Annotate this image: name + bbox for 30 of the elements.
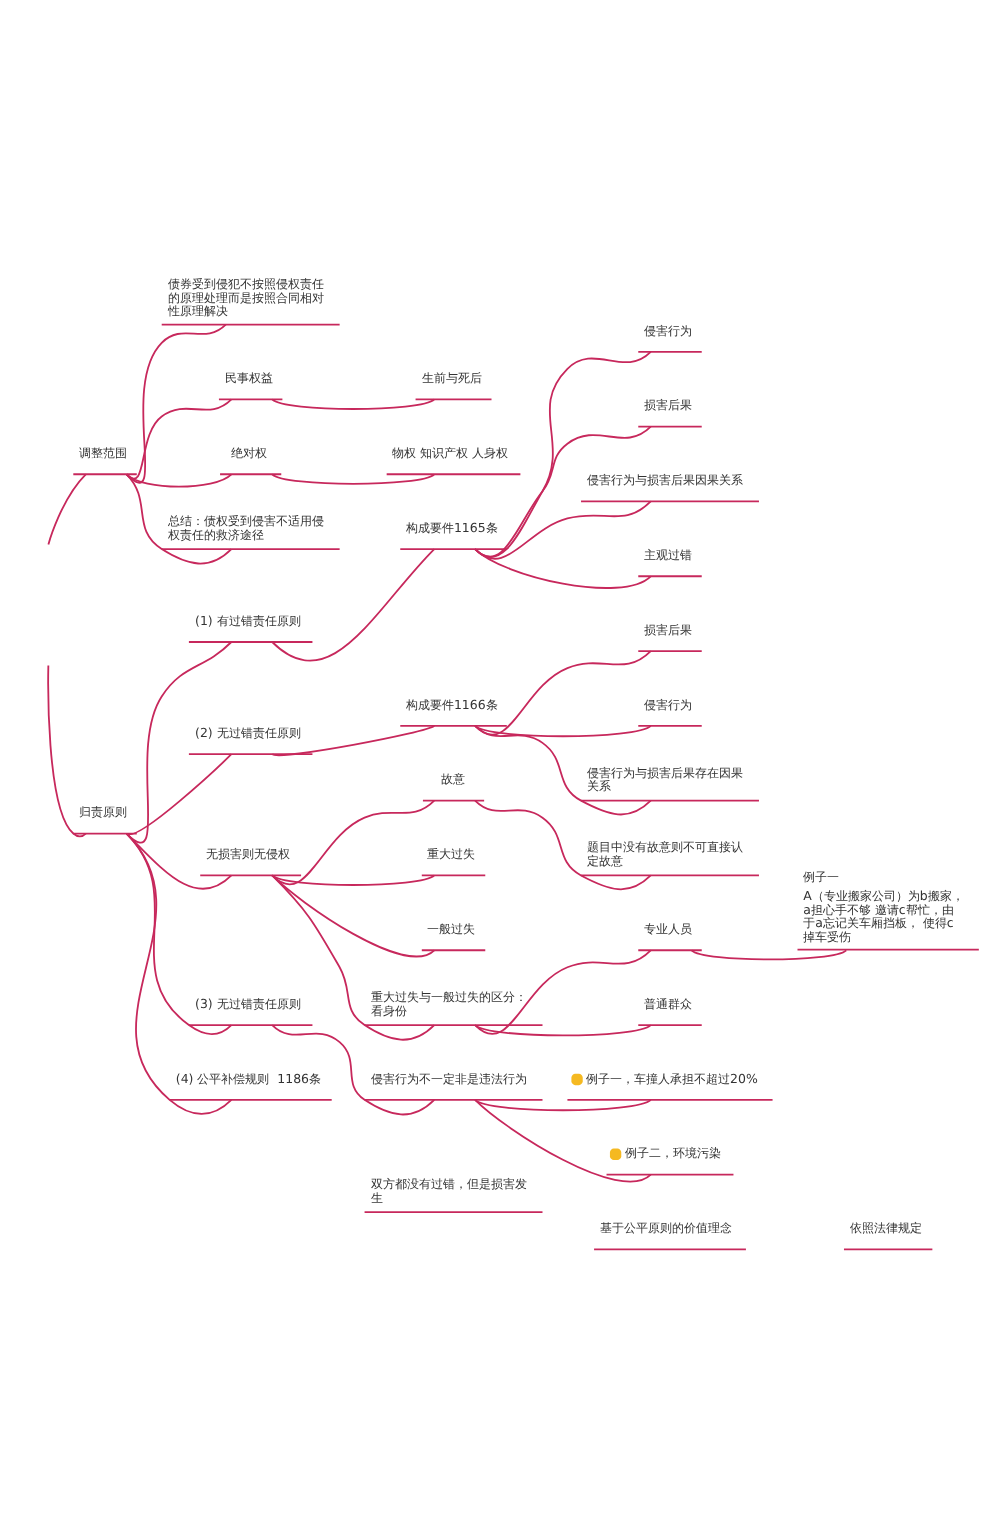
connector xyxy=(47,663,87,837)
connector xyxy=(474,948,652,1034)
connector xyxy=(271,723,436,756)
connector xyxy=(271,397,436,409)
connector xyxy=(474,424,652,557)
connector xyxy=(125,752,233,835)
connector xyxy=(474,1023,652,1036)
connector xyxy=(271,873,436,885)
connector xyxy=(474,547,652,588)
connector xyxy=(271,798,436,885)
connector xyxy=(271,873,436,957)
connector xyxy=(125,831,233,1035)
connector xyxy=(125,640,233,843)
connector xyxy=(125,472,233,487)
connector xyxy=(125,831,233,1114)
connector xyxy=(474,723,652,815)
connector xyxy=(474,723,652,737)
connector xyxy=(474,499,652,559)
connector xyxy=(474,1097,652,1111)
connector xyxy=(125,472,233,564)
connector xyxy=(474,1097,652,1182)
connector xyxy=(690,948,848,960)
connector xyxy=(271,472,436,484)
connector xyxy=(474,349,652,557)
connector xyxy=(474,798,652,890)
connector xyxy=(271,547,436,661)
connector xyxy=(271,1023,436,1115)
connector xyxy=(474,649,652,735)
connector xyxy=(271,873,436,1040)
connector xyxy=(47,472,87,545)
